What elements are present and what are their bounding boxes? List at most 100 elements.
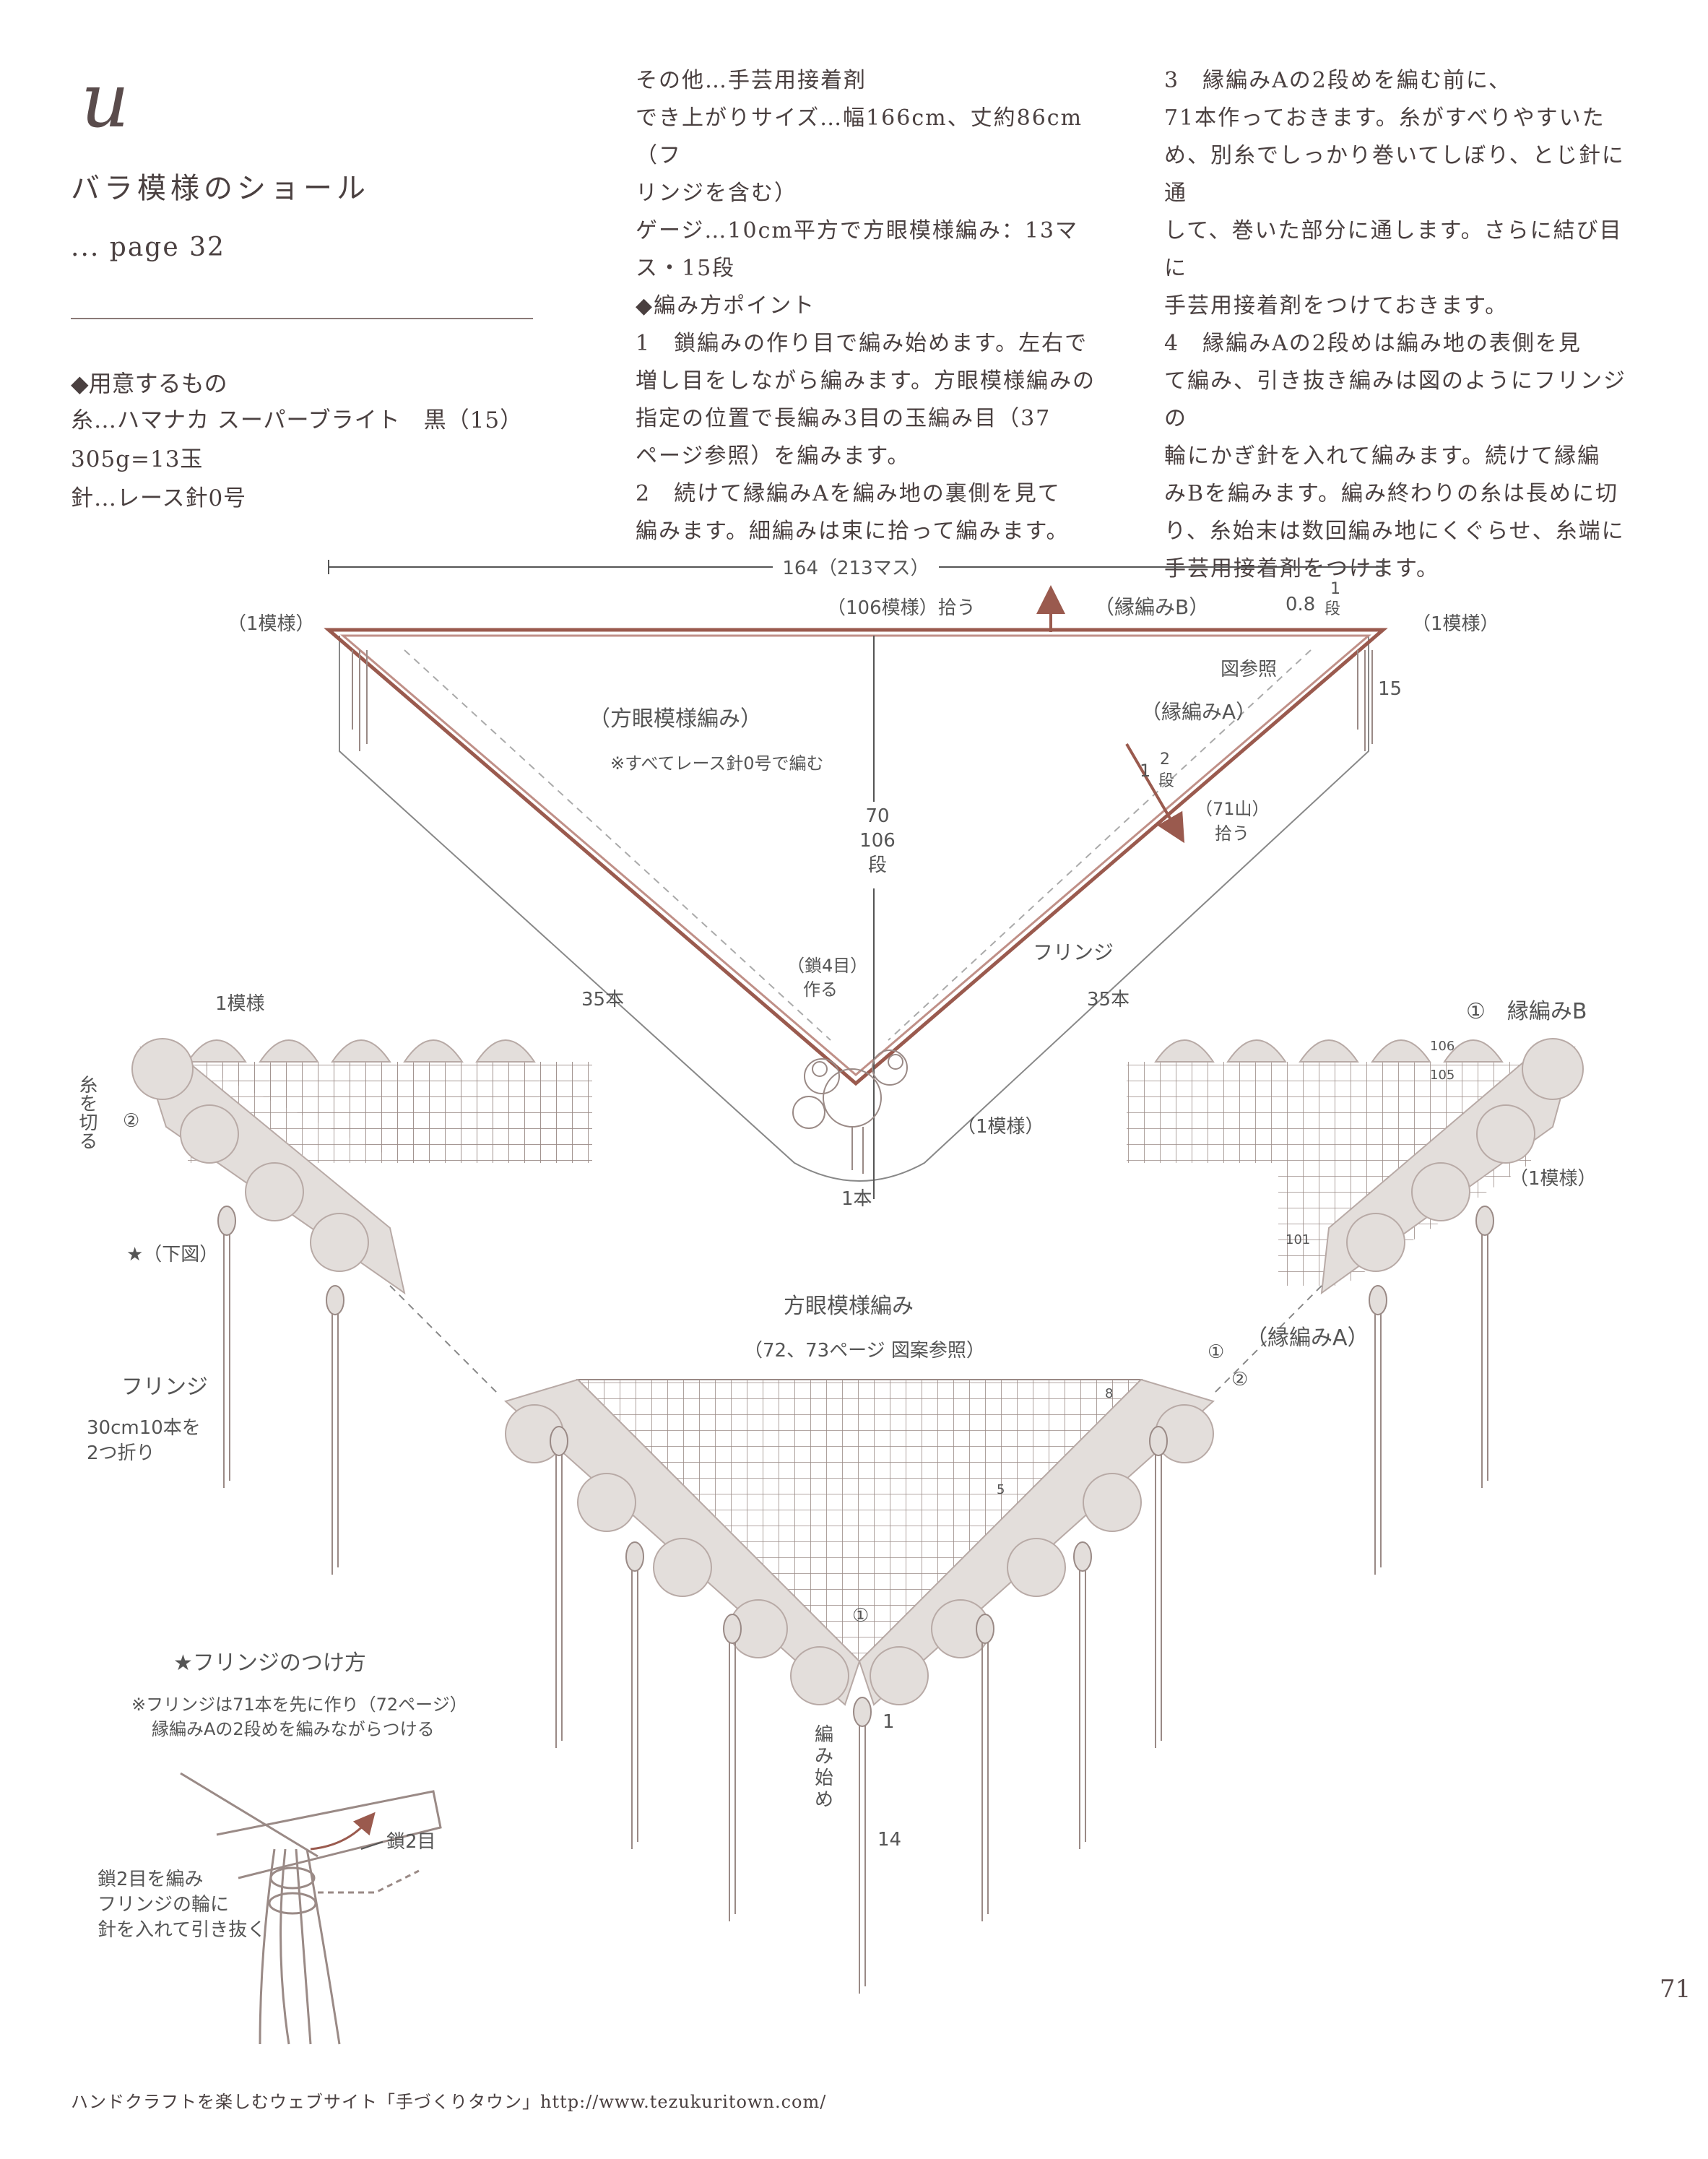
dashed-guide <box>404 649 831 1041</box>
materials-heading: ◆用意するもの <box>71 370 227 397</box>
howto-note: 縁編みAの2段めを編みながらつける <box>152 1719 435 1739</box>
page-number: 71 <box>1660 1975 1691 2004</box>
text-line: 輪にかぎ針を入れて編みます。続けて縁編 <box>1164 444 1601 469</box>
dimension-14: 14 <box>877 1829 901 1851</box>
fringe-strands <box>555 1445 1162 1994</box>
tassel-sketch <box>792 1050 908 1174</box>
edge-b-dan: 段 <box>1325 600 1340 618</box>
shawl-triangle-outer <box>324 628 1388 1086</box>
motif-label-right: （1模様） <box>1509 1168 1597 1190</box>
row-106: 106 <box>1430 1039 1455 1054</box>
edge-b-rows: 1 <box>1330 580 1340 598</box>
fringe-label: フリンジ <box>1033 940 1114 964</box>
corner-fringe-left <box>352 650 368 751</box>
text-line: ゲージ…10cm平方で方眼模様編み：13マ <box>636 218 1078 243</box>
footer-link[interactable]: ハンドクラフトを楽しむウェブサイト「手づくりタウン」http://www.tez… <box>71 2092 827 2112</box>
motif-label-left: （1模様） <box>227 613 315 635</box>
text-line: 手芸用接着剤をつけておきます。 <box>1164 293 1509 319</box>
shawl-triangle-inner <box>339 634 1372 1076</box>
row-2-marker: ② <box>123 1110 139 1132</box>
fringe-spec: 30cm10本を <box>87 1417 201 1439</box>
square-mesh-label: （方眼模様編み） <box>589 706 762 732</box>
text-line: でき上がりサイズ…幅166cm、丈約86cm（フ <box>636 105 1083 168</box>
row-105: 105 <box>1430 1068 1455 1083</box>
make-label: 作る <box>803 979 838 1000</box>
start-label: 始 <box>815 1768 833 1789</box>
howto-step: 針を入れて引き抜く <box>97 1919 266 1941</box>
materials-line: 305g=13玉 <box>71 446 204 472</box>
instructions-column-1: その他…手芸用接着剤 でき上がりサイズ…幅166cm、丈約86cm（フ リンジを… <box>636 62 1105 550</box>
motif-label-center: （1模様） <box>957 1116 1044 1138</box>
square-mesh-chart-ref: （72、73ページ 図案参照） <box>744 1340 985 1362</box>
start-label: み <box>815 1746 833 1768</box>
edge-a-label: （縁編みA） <box>1141 700 1256 724</box>
fringe-count-left: 35本 <box>581 989 624 1011</box>
pattern-title: バラ模様のショール <box>71 172 370 205</box>
fringe-howto: ★フリンジのつけ方 ※フリンジは71本を先に作り（72ページ） 縁編みAの2段め… <box>97 1650 467 2045</box>
text-line: て編み、引き抜き編みは図のようにフリンジの <box>1164 368 1626 431</box>
left-corner-chart <box>131 1038 592 1575</box>
height-106: 106 <box>859 830 896 852</box>
edge-a-rows: 1 <box>1140 761 1150 781</box>
edge-a-two: 2 <box>1160 750 1170 769</box>
fringe-spec: 2つ折り <box>87 1442 155 1464</box>
motif-label-right: （1模様） <box>1412 613 1499 635</box>
star-reference: ★（下図） <box>126 1244 218 1265</box>
cut-yarn-label: 糸を切る <box>76 1075 97 1150</box>
edge-a-dan: 段 <box>1158 772 1174 790</box>
height-70: 70 <box>865 805 889 827</box>
row-8: 8 <box>1105 1386 1113 1401</box>
text-line: みBを編みます。編み終わりの糸は長めに切 <box>1164 481 1619 506</box>
text-line: 増し目をしながら編みます。方眼模様編みの <box>636 368 1096 394</box>
howto-heading: ★フリンジのつけ方 <box>173 1650 366 1676</box>
corner-fringe-right <box>1357 650 1373 751</box>
text-line: して、巻いた部分に通します。さらに結び目に <box>1164 218 1623 281</box>
row-2-marker-right: ② <box>1231 1369 1248 1390</box>
scallop-row <box>1154 1038 1584 1272</box>
one-strand-label: 1本 <box>841 1188 872 1210</box>
materials-line: 針…レース針0号 <box>71 485 247 511</box>
fringe-outline <box>339 636 1369 1182</box>
row-1-center: ① <box>852 1605 869 1627</box>
chain-2-label: 鎖2目 <box>386 1831 436 1853</box>
pick-label: 拾う <box>1215 823 1249 844</box>
lace-needle-note: ※すべてレース針0号で編む <box>610 753 824 774</box>
motif-label: 1模様 <box>215 993 265 1015</box>
row-5: 5 <box>997 1482 1005 1497</box>
scallop-row <box>131 1038 536 1272</box>
fringe-length-15: 15 <box>1378 678 1402 700</box>
start-label: め <box>815 1789 833 1811</box>
text-line: ◆編み方ポイント <box>636 293 816 319</box>
howto-note: ※フリンジは71本を先に作り（72ページ） <box>131 1695 467 1715</box>
instructions-column-2: 3 縁編みAの2段めを編む前に、 71本作っておきます。糸がすべりやすいた め、… <box>1164 62 1634 588</box>
mountain-71-label: （71山） <box>1195 799 1270 819</box>
pattern-letter: u <box>81 56 129 144</box>
center-chart <box>504 1378 1215 1994</box>
edge-a-chart-label: （縁編みA） <box>1246 1325 1369 1351</box>
edge-b-label: （縁編みB） <box>1094 595 1209 619</box>
edge-b-height: 0.8 <box>1286 594 1315 615</box>
chain-4-label: （鎖4目） <box>787 956 867 976</box>
square-mesh-chart-title: 方眼模様編み <box>784 1294 914 1319</box>
width-label: 164（213マス） <box>782 558 929 579</box>
fringe-count-right: 35本 <box>1087 989 1130 1011</box>
label-bg <box>773 553 939 581</box>
page-reference: ... page 32 <box>71 233 225 262</box>
text-line: 71本作っておきます。糸がすべりやすいた <box>1164 105 1605 131</box>
pickup-label: （106模様）拾う <box>827 597 976 619</box>
howto-step: 鎖2目を編み <box>97 1869 204 1890</box>
text-line: り、糸始末は数回編み地にくぐらせ、糸端に <box>1164 519 1625 544</box>
text-line: その他…手芸用接着剤 <box>636 68 867 93</box>
text-line: ス・15段 <box>636 256 736 281</box>
text-line: 1 鎖編みの作り目で編み始めます。左右で <box>636 331 1088 356</box>
text-line: 編みます。細編みは束に拾って編みます。 <box>636 519 1070 544</box>
figure-ref: 図参照 <box>1221 659 1277 680</box>
direction-arrow-down <box>1125 743 1185 844</box>
dimension-1: 1 <box>883 1711 895 1733</box>
label-bg <box>852 802 896 888</box>
materials-line: 糸…ハマナカ スーパーブライト 黒（15） <box>71 407 524 433</box>
hook-illustration <box>180 1772 442 2045</box>
right-corner-chart <box>1127 1038 1584 1575</box>
fringe-label: フリンジ <box>121 1375 208 1400</box>
howto-step: フリンジの輪に <box>97 1894 229 1916</box>
